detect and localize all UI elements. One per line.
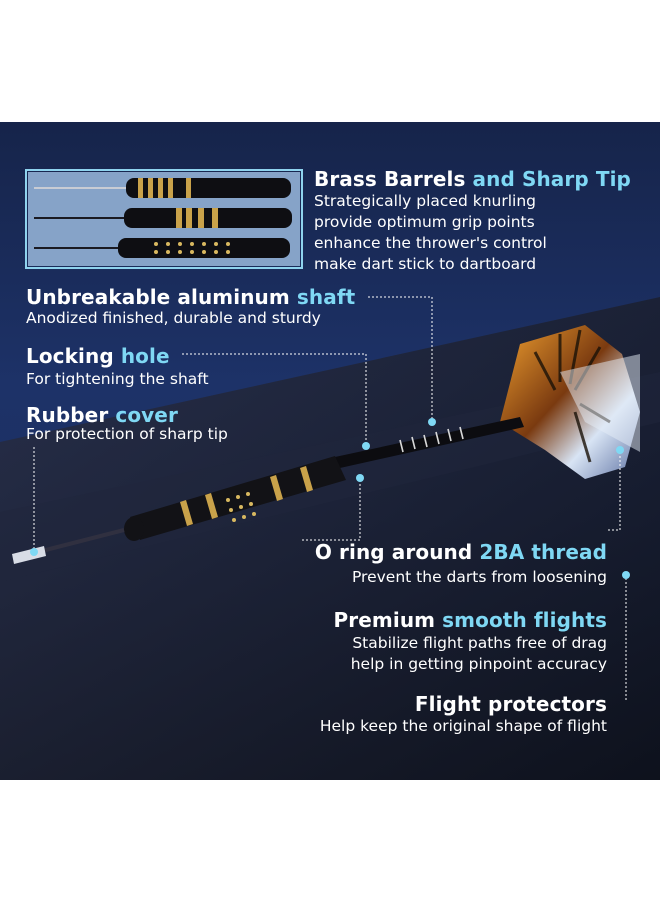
- leader-dots: [30, 418, 630, 579]
- locking-title-b: hole: [120, 344, 170, 368]
- shaft-title-a: Unbreakable aluminum: [26, 285, 297, 309]
- leader-lines: [33, 296, 627, 700]
- flight-wing: [500, 325, 640, 479]
- oring-title-a: O ring around: [314, 540, 480, 564]
- oring-title: O ring around 2BA thread: [315, 540, 607, 564]
- brass-title-b: Sharp Tip: [521, 167, 631, 191]
- flights-title: Premium smooth flights: [334, 608, 607, 632]
- shaft-title: Unbreakable aluminum shaft: [26, 285, 355, 309]
- dart-illustration: [0, 169, 660, 780]
- locking-title-a: Locking: [26, 344, 121, 368]
- inset-barrels: [28, 172, 300, 266]
- flights-title-a: Premium: [333, 608, 443, 632]
- product-panel: Brass Barrels and Sharp Tip Strategicall…: [0, 122, 660, 780]
- protectors-title: Flight protectors: [414, 692, 607, 716]
- rubber-title: Rubber cover: [26, 403, 178, 427]
- inset-frame: [25, 169, 303, 269]
- brass-line-2: provide optimum grip points: [314, 213, 535, 231]
- brass-line-3: enhance the thrower's control: [314, 234, 547, 252]
- brass-title-a: Brass Barrels: [314, 167, 473, 191]
- dart-barrel: [124, 456, 346, 541]
- locking-title: Locking hole: [26, 344, 170, 368]
- brass-desc: Strategically placed knurling provide op…: [314, 191, 547, 275]
- brass-title-and: and: [472, 167, 522, 191]
- flights-line-1: Stabilize flight paths free of drag: [352, 634, 607, 652]
- oring-title-b: 2BA thread: [479, 540, 607, 564]
- rubber-desc: For protection of sharp tip: [26, 425, 228, 443]
- dart-shaft: [335, 417, 524, 468]
- oring-desc: Prevent the darts from loosening: [351, 568, 607, 586]
- brass-title: Brass Barrels and Sharp Tip: [314, 167, 631, 191]
- flights-desc: Stabilize flight paths free of drag help…: [351, 633, 607, 675]
- rubber-title-a: Rubber: [26, 403, 116, 427]
- brass-line-1: Strategically placed knurling: [314, 192, 537, 210]
- flights-line-2: help in getting pinpoint accuracy: [350, 655, 607, 673]
- flights-title-b: smooth flights: [442, 608, 607, 632]
- locking-desc: For tightening the shaft: [26, 370, 209, 388]
- protectors-desc: Help keep the original shape of flight: [319, 717, 607, 735]
- shaft-desc: Anodized finished, durable and sturdy: [26, 309, 321, 327]
- brass-line-4: make dart stick to dartboard: [314, 255, 537, 273]
- shaft-title-b: shaft: [296, 285, 356, 309]
- rubber-title-b: cover: [115, 403, 178, 427]
